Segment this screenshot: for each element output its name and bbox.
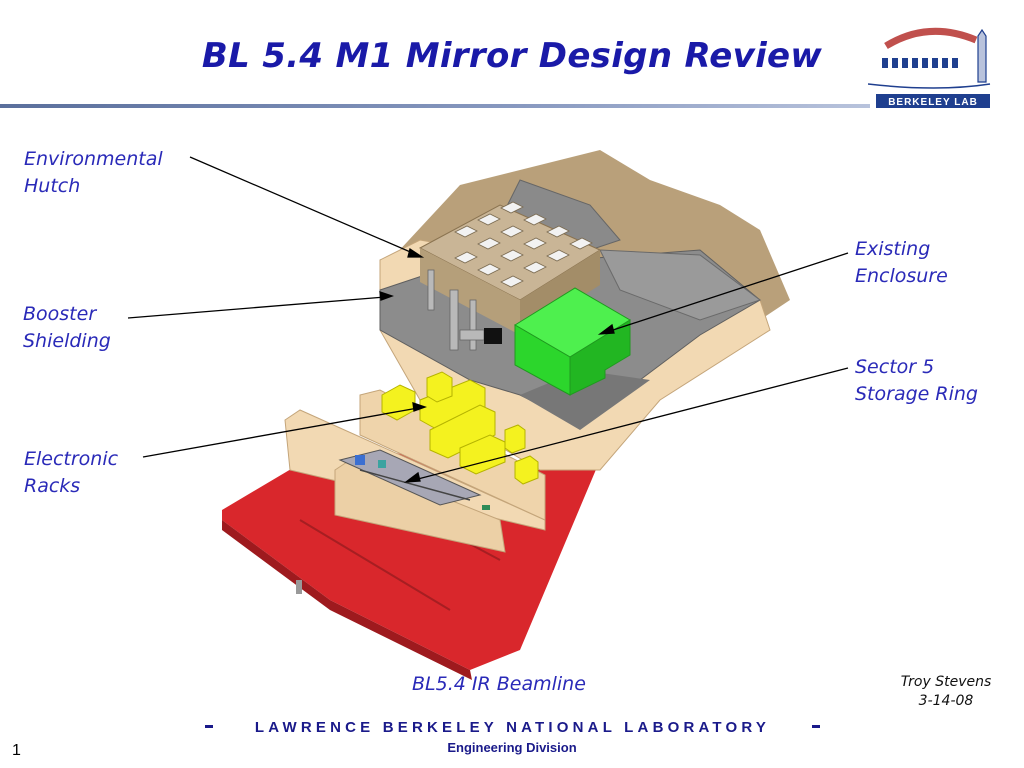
black-box bbox=[484, 328, 502, 344]
footer-lab-name: LAWRENCE BERKELEY NATIONAL LABORATORY bbox=[255, 719, 770, 736]
berkeley-lab-logo: BERKELEY LAB bbox=[868, 27, 991, 108]
title-underline bbox=[0, 104, 870, 108]
electronic-racks-group bbox=[381, 371, 539, 485]
tower-icon bbox=[977, 28, 987, 83]
callout-environmental-hutch: Environmental Hutch bbox=[24, 148, 163, 197]
logo-banner bbox=[876, 94, 990, 108]
logo-windows bbox=[882, 58, 958, 68]
page-number: 1 bbox=[12, 742, 21, 759]
callout-sector-5-storage-ring: Sector 5 Storage Ring bbox=[855, 356, 978, 405]
author-name: Troy Stevens bbox=[900, 674, 992, 690]
author-block: Troy Stevens 3-14-08 bbox=[880, 673, 1012, 711]
slide-title: BL 5.4 M1 Mirror Design Review bbox=[201, 36, 823, 76]
logo-text: BERKELEY LAB bbox=[888, 97, 978, 108]
callout-leader-lines bbox=[127, 156, 849, 483]
callout-booster-shielding: Booster Shielding bbox=[23, 303, 111, 352]
hutch-roof-vents bbox=[454, 201, 593, 288]
footer-lab-banner: LAWRENCE BERKELEY NATIONAL LABORATORY bbox=[205, 719, 820, 736]
logo-swoosh bbox=[868, 83, 991, 89]
callout-electronic-racks: Electronic Racks bbox=[24, 448, 119, 497]
logo-arc bbox=[884, 27, 978, 50]
figure-caption: BL5.4 IR Beamline bbox=[412, 673, 586, 695]
ir-beamline-equipment bbox=[338, 449, 490, 510]
callout-existing-enclosure: Existing Enclosure bbox=[855, 238, 948, 287]
footer-division: Engineering Division bbox=[447, 740, 577, 755]
presentation-date: 3-14-08 bbox=[918, 693, 974, 709]
